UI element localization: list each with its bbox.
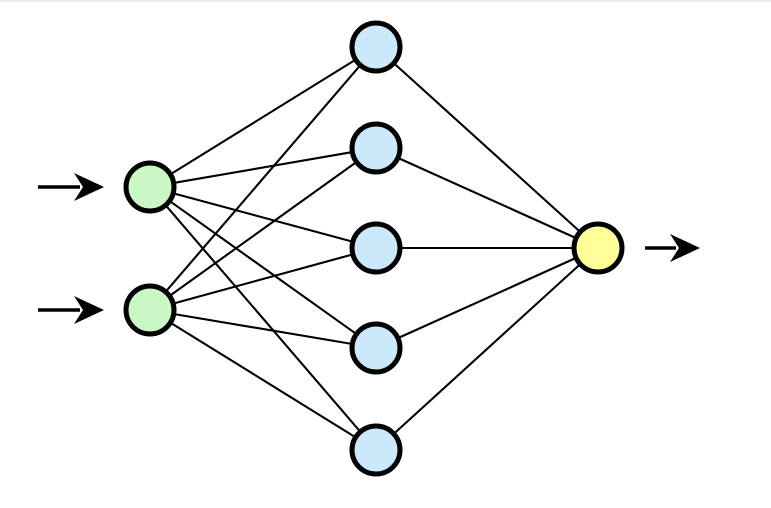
output-arrow-icon: [645, 234, 700, 262]
edge-i2-h1: [163, 63, 363, 294]
output-arrow-head: [670, 234, 700, 262]
hidden-node-h5[interactable]: [349, 423, 403, 477]
input-node-i2[interactable]: [123, 283, 177, 337]
edge-i2-h4: [171, 312, 355, 346]
edge-h4-o1: [395, 256, 579, 340]
input-arrow-bottom-head: [74, 296, 104, 324]
edge-i1-h5: [163, 203, 363, 434]
edge-h2-o1: [395, 156, 579, 240]
edge-i1-h4: [167, 199, 359, 336]
input-arrow-top-head: [74, 173, 104, 201]
edge-i2-h5: [168, 320, 358, 440]
edge-i1-h2: [171, 150, 355, 185]
io-arrows-group: [38, 173, 700, 324]
hidden-node-h1[interactable]: [349, 20, 403, 74]
edge-i1-h3: [170, 191, 356, 244]
edge-i2-h3: [170, 252, 356, 306]
edge-h5-o1: [391, 262, 583, 436]
edge-i2-h2: [167, 160, 359, 298]
hidden-node-h2[interactable]: [349, 121, 403, 175]
output-node-o1[interactable]: [571, 221, 625, 275]
top-divider-rule: [0, 0, 771, 2]
edges-group: [163, 57, 583, 440]
edge-i1-h1: [168, 57, 358, 177]
edge-h1-o1: [391, 61, 583, 234]
hidden-node-h3[interactable]: [349, 221, 403, 275]
nodes-group: [123, 20, 625, 477]
hidden-node-h4[interactable]: [349, 321, 403, 375]
input-arrow-bottom-icon: [38, 296, 104, 324]
input-node-i1[interactable]: [123, 160, 177, 214]
input-arrow-top-icon: [38, 173, 104, 201]
